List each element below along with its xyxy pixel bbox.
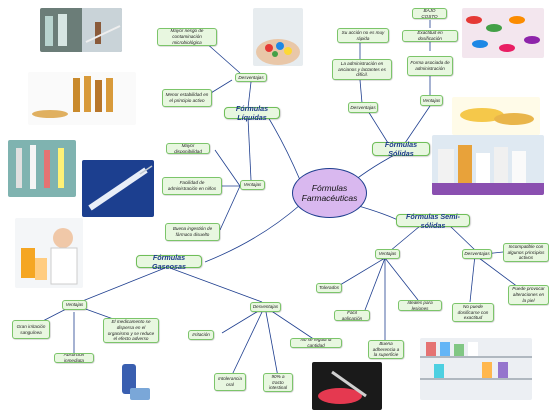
pills-hands-image xyxy=(253,8,303,66)
liquidas-desventaja-1[interactable]: Mayor riesgo de contaminación microbioló… xyxy=(157,28,217,46)
injection-light-image xyxy=(312,362,382,410)
semisolidas-ventajas-label[interactable]: Ventajas xyxy=(375,249,400,259)
semisolidas-ventaja-4[interactable]: Ideales para lesiones xyxy=(398,300,442,311)
solidas-desventaja-1[interactable]: Su acción no es muy rápida xyxy=(337,28,389,43)
liquidas-ventaja-1[interactable]: Mayor disponibilidad xyxy=(166,143,210,154)
pharmacy-shelves-image xyxy=(420,338,532,400)
solidas-ventajas-label[interactable]: Ventajas xyxy=(420,95,443,106)
category-gaseosas[interactable]: Fórmulas Gaseosas xyxy=(136,253,202,271)
gaseosas-desventajas-label[interactable]: Desventajas xyxy=(250,302,281,312)
category-solidas[interactable]: Fórmulas Sólidas xyxy=(372,140,430,158)
colorful-capsules-image xyxy=(462,8,544,58)
vials-syringe-image xyxy=(40,8,122,52)
solidas-ventaja-1[interactable]: BAJO COSTO xyxy=(412,8,447,19)
semisolidas-desventaja-1[interactable]: No puede dosificarse con exactitud xyxy=(452,303,494,322)
solidas-ventaja-2[interactable]: Exactitud en dosificación xyxy=(402,30,458,42)
semisolidas-ventaja-3[interactable]: Buena adherencia a la superficie xyxy=(368,340,404,359)
semisolidas-ventaja-2[interactable]: Fácil aplicación xyxy=(334,310,370,321)
gaseosas-desventaja-2[interactable]: No se regula la cantidad xyxy=(290,338,342,348)
ampoules-image xyxy=(28,72,136,125)
capsules-image xyxy=(452,97,540,135)
solidas-ventaja-3[interactable]: Forma asociada de administración xyxy=(407,56,453,76)
semisolidas-desventaja-3[interactable]: Puede provocar alteraciones en la piel xyxy=(508,285,549,305)
semisolidas-desventaja-2[interactable]: Incompatible con algunos principios acti… xyxy=(503,243,549,262)
gaseosas-desventaja-3[interactable]: Intolerancia oral xyxy=(214,373,246,391)
pharmacy-bottles-image xyxy=(432,135,544,195)
inhaler-image xyxy=(112,358,158,408)
solidas-desventaja-2[interactable]: La administración en ancianos y lactante… xyxy=(332,59,392,80)
central-topic-line1: Fórmulas xyxy=(311,182,348,193)
gaseosas-ventaja-1[interactable]: Gran irritación sanguínea xyxy=(12,320,50,339)
gaseosas-ventaja-3[interactable]: El medicamento se dispersa en el organis… xyxy=(103,318,159,343)
liquidas-ventaja-3[interactable]: Buena ingestión de fármaco disuelto xyxy=(165,223,220,241)
gaseosas-ventajas-label[interactable]: Ventajas xyxy=(62,300,87,310)
gaseosas-ventaja-2[interactable]: Absorción inmediata xyxy=(54,353,94,363)
category-liquidas[interactable]: Fórmulas Líquidas xyxy=(224,104,280,122)
liquidas-ventaja-2[interactable]: Facilidad de administración en niños xyxy=(162,177,222,195)
liquidas-ventajas-label[interactable]: Ventajas xyxy=(240,180,265,190)
syringe-image xyxy=(82,160,154,217)
gaseosas-desventaja-1[interactable]: Irritación xyxy=(188,330,214,340)
semisolidas-desventajas-label[interactable]: Desventajas xyxy=(462,249,492,259)
pharmacist-image xyxy=(15,218,83,288)
semisolidas-ventaja-1[interactable]: Tolerados xyxy=(316,283,342,293)
central-topic[interactable]: Fórmulas Farmacéuticas xyxy=(292,168,367,218)
category-semisolidas[interactable]: Fórmulas Semi- sólidas xyxy=(396,212,470,230)
solidas-desventajas-label[interactable]: Desventajas xyxy=(348,102,378,113)
liquidas-desventajas-label[interactable]: Desventajas xyxy=(235,73,267,82)
lab-tools-image xyxy=(8,140,76,197)
gaseosas-desventaja-4[interactable]: 90% a tracto intestinal xyxy=(263,373,293,392)
central-topic-line2: Farmacéuticas xyxy=(301,193,358,203)
liquidas-desventaja-2[interactable]: Menor estabilidad en el principio activo xyxy=(162,89,212,107)
